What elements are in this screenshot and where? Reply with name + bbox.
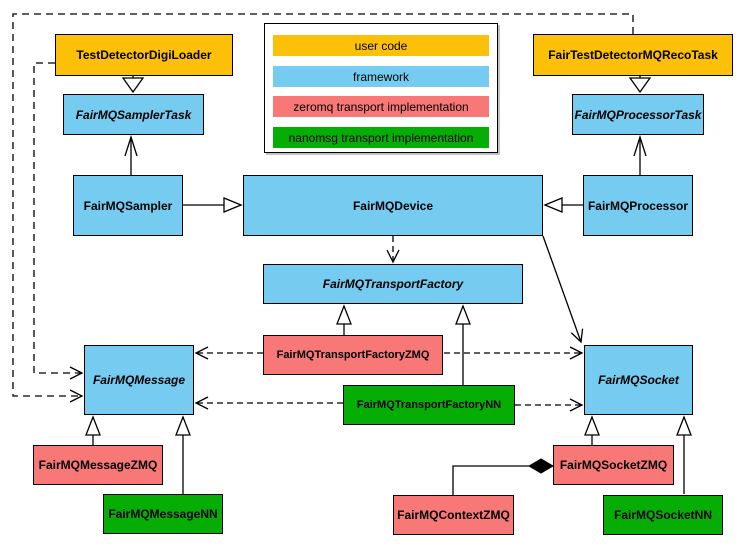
node-fairmqsocketnn: FairMQSocketNN (603, 495, 723, 535)
legend: user code framework zeromq transport imp… (264, 23, 498, 153)
node-fairmqtransportfactorynn: FairMQTransportFactoryNN (343, 385, 515, 425)
node-fairmqmessagezmq: FairMQMessageZMQ (33, 445, 163, 485)
legend-item-framework: framework (273, 66, 489, 87)
node-fairmqsampler: FairMQSampler (73, 175, 183, 236)
node-fairmqprocessortask: FairMQProcessorTask (572, 94, 704, 135)
node-fairmqsocketzmq: FairMQSocketZMQ (553, 445, 674, 485)
node-testdetectordigiloader: TestDetectorDigiLoader (55, 34, 233, 76)
node-fairmqmessagenn: FairMQMessageNN (103, 494, 223, 534)
node-fairmqsocket: FairMQSocket (584, 345, 693, 415)
edge-device-socket (542, 235, 584, 344)
node-fairmqmessage: FairMQMessage (84, 345, 194, 415)
composition-diamond-icon (528, 458, 554, 474)
legend-item-user-code: user code (273, 35, 489, 56)
legend-item-zeromq: zeromq transport implementation (273, 96, 489, 117)
edge-contextzmq-socketzmq (452, 458, 554, 495)
node-fairmqtransportfactory: FairMQTransportFactory (263, 264, 523, 304)
node-fairmqsamplertask: FairMQSamplerTask (63, 94, 204, 135)
node-fairmqcontextzmq: FairMQContextZMQ (393, 495, 514, 535)
node-fairmqdevice: FairMQDevice (243, 175, 543, 236)
legend-item-nanomsg: nanomsg transport implementation (273, 127, 489, 148)
node-fairmqprocessor: FairMQProcessor (583, 175, 693, 236)
node-fairmqtransportfactoryzmq: FairMQTransportFactoryZMQ (263, 335, 443, 375)
node-fairtestdetectormqrecotask: FairTestDetectorMQRecoTask (533, 34, 733, 76)
